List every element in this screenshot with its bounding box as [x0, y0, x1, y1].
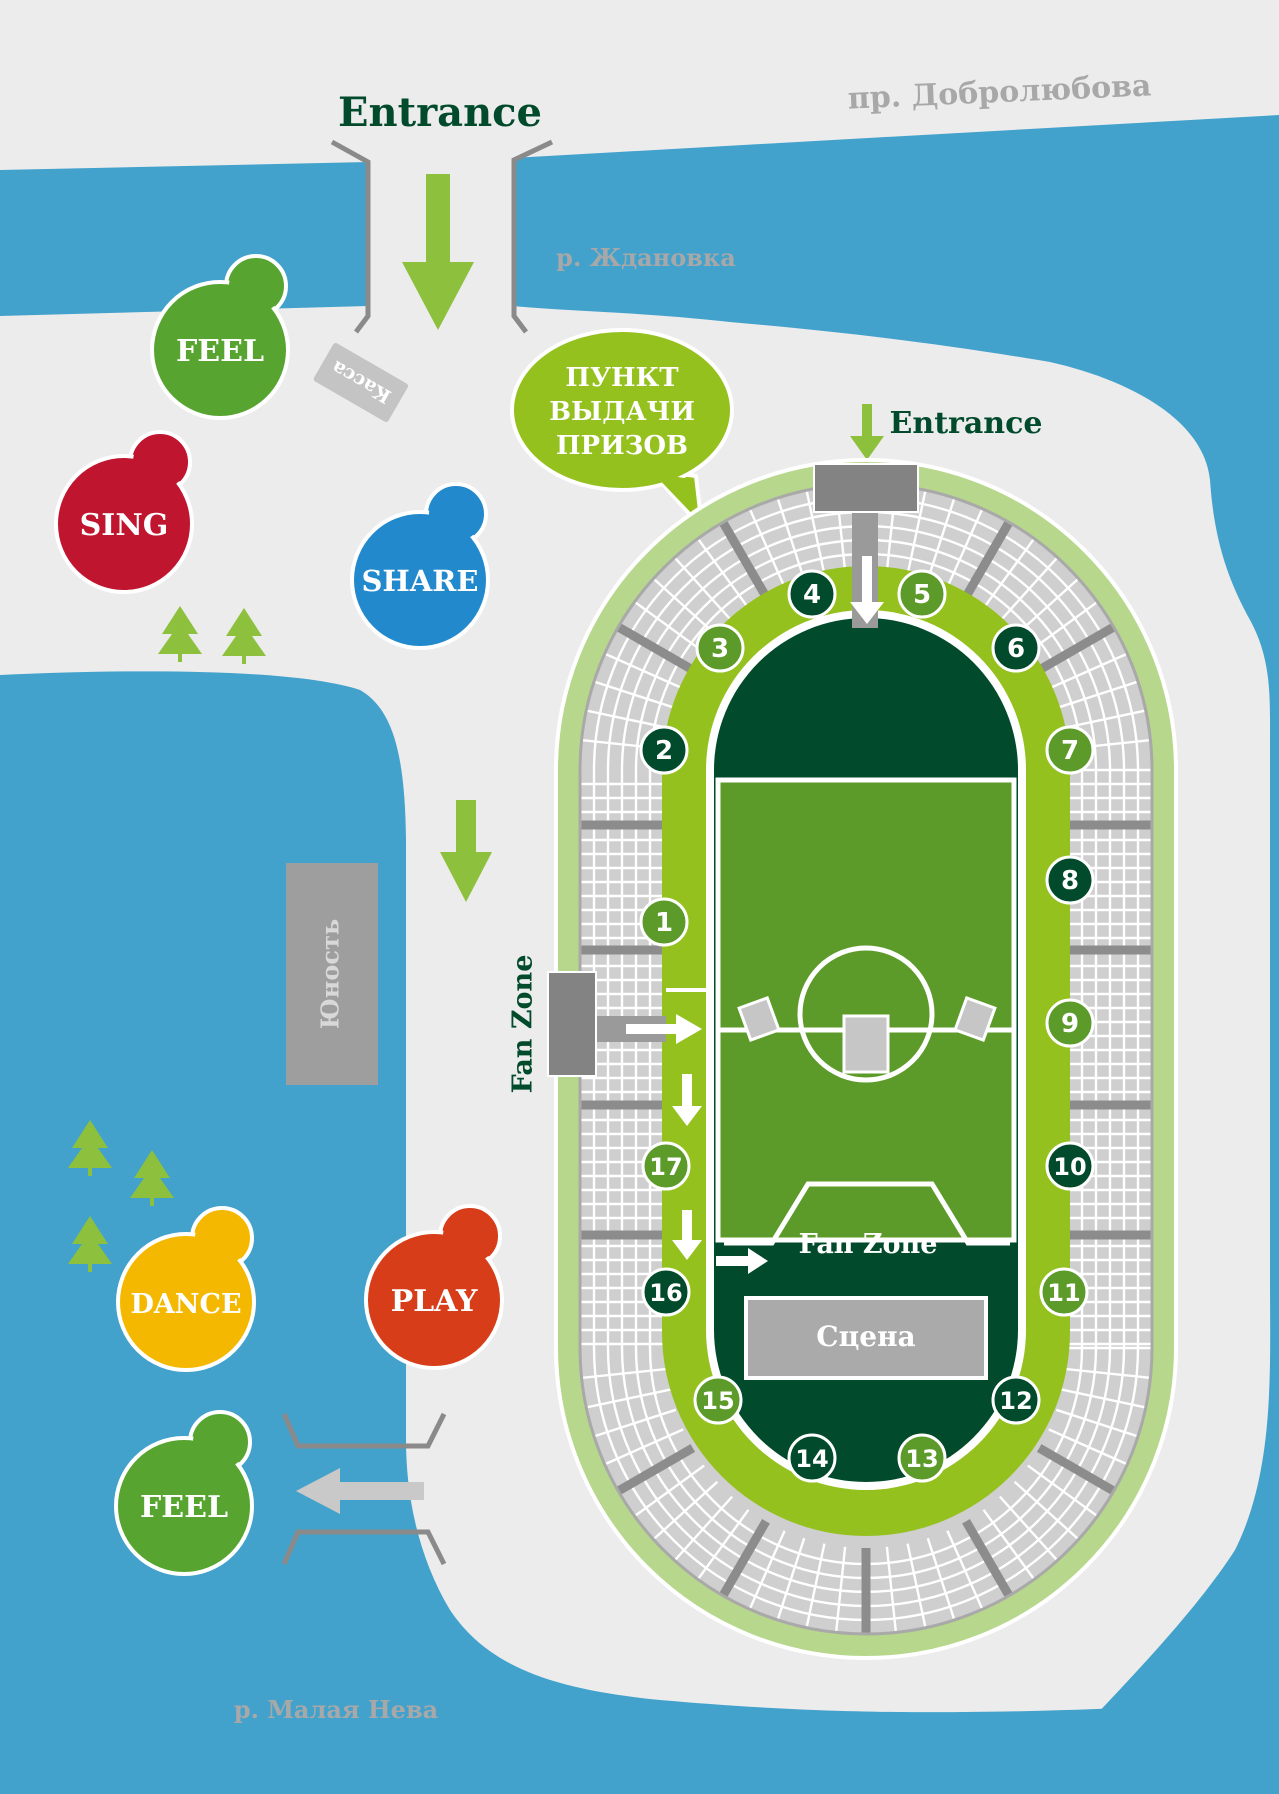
tree-icon	[158, 606, 202, 662]
sector-marker[interactable]: 1	[639, 897, 689, 947]
field-fan-zone-label: Fan Zone	[799, 1229, 938, 1260]
main-entrance-label: Entrance	[338, 89, 542, 136]
entrance-arrow	[402, 174, 474, 330]
fan-zone-field-arrow	[716, 1248, 768, 1274]
sector-number: 10	[1053, 1153, 1086, 1181]
tree-icon	[68, 1120, 112, 1176]
stage-label: Сцена	[816, 1320, 915, 1353]
prize-point-line3: ПРИЗОВ	[556, 431, 688, 461]
river-malaya-neva-label: р. Малая Нева	[234, 1695, 438, 1724]
sector-marker[interactable]: 3	[695, 623, 745, 673]
sector-number: 4	[803, 580, 821, 610]
center-circle	[797, 945, 935, 1083]
bottom-bridge	[281, 1412, 447, 1566]
bridge-arrow	[296, 1468, 424, 1514]
feel-zone-bottom[interactable]: FEEL	[114, 1410, 254, 1576]
sector-number: 14	[795, 1445, 828, 1473]
prize-point-line1: ПУНКТ	[565, 363, 679, 393]
share-zone[interactable]: SHARE	[350, 482, 490, 650]
sector-number: 13	[905, 1445, 938, 1473]
sector-marker[interactable]: 11	[1039, 1267, 1089, 1317]
fan-zone-gate-label: Fan Zone	[508, 955, 539, 1094]
stage	[744, 1296, 988, 1380]
speaker-right	[953, 995, 997, 1043]
river-zhdanovka-label: р. Ждановка	[556, 243, 736, 272]
sector-marker[interactable]: 16	[641, 1267, 691, 1317]
sector-number: 15	[701, 1387, 734, 1415]
stadium-entrance-label: Entrance	[890, 406, 1043, 441]
prize-point-line2: ВЫДАЧИ	[549, 397, 695, 427]
sector-number: 1	[655, 908, 673, 938]
play-zone[interactable]: PLAY	[364, 1204, 504, 1370]
sector-number: 6	[1007, 634, 1025, 664]
sector-number: 17	[649, 1153, 682, 1181]
field-fan-zone-outline	[724, 1181, 1010, 1246]
sector-number: 16	[649, 1279, 682, 1307]
sector-marker[interactable]: 6	[991, 623, 1041, 673]
path-down-arrow	[672, 1210, 702, 1260]
sector-marker[interactable]: 4	[787, 569, 837, 619]
prize-point-bubble[interactable]: ПУНКТ ВЫДАЧИ ПРИЗОВ	[510, 328, 734, 530]
sector-marker[interactable]: 9	[1045, 998, 1095, 1048]
entrance-inner-arrow	[850, 556, 884, 624]
path-down-arrow	[672, 1074, 702, 1126]
speaker-left	[737, 995, 781, 1043]
sector-number: 7	[1061, 736, 1079, 766]
river-zhdanovka-water	[0, 115, 1279, 1794]
tree-icon	[130, 1150, 174, 1206]
path-arrow	[440, 800, 492, 902]
share-zone-label: SHARE	[361, 564, 478, 598]
yunost-label: Юность	[316, 919, 345, 1029]
fan-zone-gate	[547, 971, 597, 1077]
stadium-entrance-arrow	[850, 404, 884, 460]
sector-marker[interactable]: 5	[897, 569, 947, 619]
sector-number: 12	[999, 1387, 1032, 1415]
fan-zone-path	[666, 988, 714, 1320]
center-platform	[842, 1014, 890, 1074]
dance-zone-label: DANCE	[130, 1289, 241, 1320]
sector-marker[interactable]: 2	[639, 725, 689, 775]
feel-zone-top-label: FEEL	[176, 334, 264, 369]
sector-number: 3	[711, 634, 729, 664]
sector-marker[interactable]: 7	[1045, 725, 1095, 775]
feel-zone-top[interactable]: FEEL	[150, 254, 290, 420]
stadium-entrance-gate	[813, 463, 919, 513]
top-bridge	[330, 139, 554, 334]
feel-zone-bottom-label: FEEL	[140, 1490, 228, 1525]
tree-icon	[222, 608, 266, 664]
sector-marker[interactable]: 15	[693, 1375, 743, 1425]
sing-zone[interactable]: SING	[54, 430, 194, 594]
sector-number: 8	[1061, 866, 1079, 896]
sector-marker[interactable]: 14	[787, 1433, 837, 1483]
sector-marker[interactable]: 8	[1045, 855, 1095, 905]
yunost-building	[286, 863, 378, 1085]
dance-zone[interactable]: DANCE	[116, 1206, 256, 1372]
sector-marker[interactable]: 13	[897, 1433, 947, 1483]
play-zone-label: PLAY	[391, 1284, 478, 1319]
sector-marker[interactable]: 12	[991, 1375, 1041, 1425]
fan-zone-in-arrow	[626, 1014, 702, 1044]
sing-zone-label: SING	[80, 508, 169, 543]
sector-marker[interactable]: 17	[641, 1141, 691, 1191]
sector-number: 5	[913, 580, 931, 610]
tree-icon	[68, 1216, 112, 1272]
sector-number: 2	[655, 736, 673, 766]
sector-number: 9	[1061, 1009, 1079, 1039]
sector-marker[interactable]: 10	[1045, 1141, 1095, 1191]
sector-number: 11	[1047, 1279, 1080, 1307]
